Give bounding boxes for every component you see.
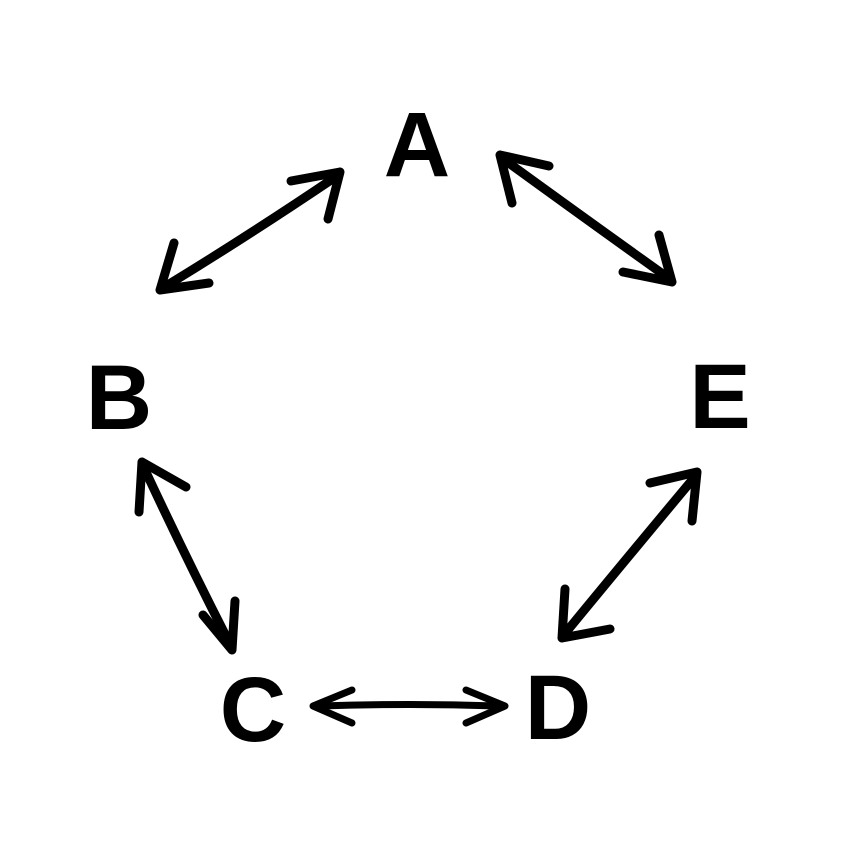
- edge-a-b-head-a: [286, 167, 345, 224]
- edge-b-c-head-b: [134, 457, 191, 517]
- edge-b-c-shaft: [140, 465, 234, 647]
- edge-d-e: [557, 467, 702, 643]
- node-label-d[interactable]: D: [524, 657, 592, 759]
- edge-a-b-head-b: [155, 238, 214, 295]
- edge-a-e-head-a: [495, 150, 554, 208]
- edge-d-e-head-d: [557, 584, 615, 643]
- edge-c-d-head-c: [309, 686, 356, 727]
- edge-a-b: [155, 167, 345, 295]
- edge-d-e-shaft: [562, 474, 698, 636]
- edge-b-c-head-c: [198, 596, 240, 655]
- node-label-c[interactable]: C: [219, 659, 287, 761]
- edge-c-d: [309, 686, 509, 727]
- edge-a-e: [495, 150, 677, 287]
- edge-a-b-shaft: [161, 173, 339, 291]
- edge-d-e-head-e: [645, 467, 702, 526]
- edge-a-e-shaft: [501, 156, 672, 282]
- edge-b-c: [134, 457, 240, 655]
- node-label-b[interactable]: B: [85, 347, 153, 449]
- node-label-e[interactable]: E: [689, 346, 751, 448]
- edge-a-e-head-e: [618, 230, 677, 287]
- edge-c-d-head-d: [462, 686, 509, 727]
- node-label-a[interactable]: A: [383, 94, 451, 196]
- edge-c-d-shaft: [316, 701, 502, 710]
